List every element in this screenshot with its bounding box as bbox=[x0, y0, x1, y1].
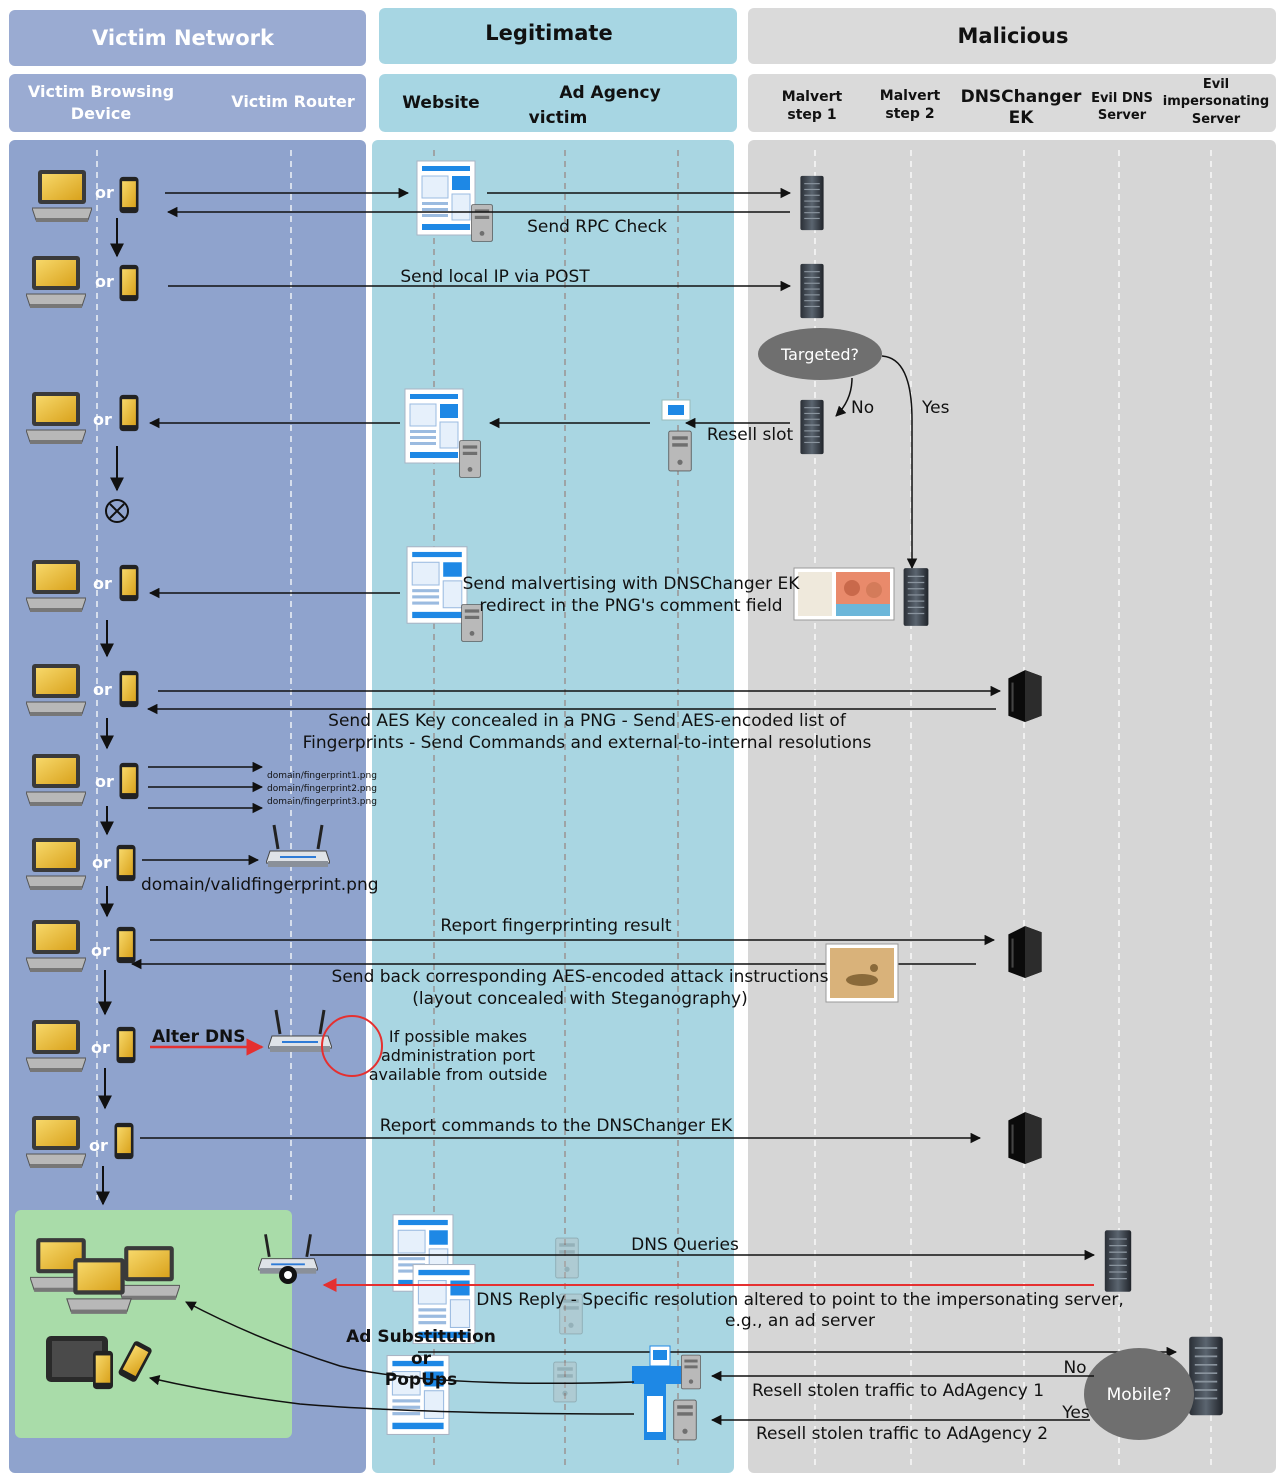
dnschanger-ek-server-icon bbox=[1008, 926, 1041, 978]
malvert1-server-icon bbox=[800, 264, 823, 318]
dnschanger-ek-server-icon bbox=[1008, 1112, 1041, 1164]
or-label: or bbox=[91, 941, 110, 960]
fingerprint1-label: domain/fingerprint1.png bbox=[267, 771, 377, 781]
no-label-mobile: No bbox=[1063, 1358, 1086, 1378]
lane-ad-agency-line1: Ad Agency bbox=[559, 83, 660, 103]
resell-slot-label: Resell slot bbox=[707, 425, 794, 445]
yes-label: Yes bbox=[921, 398, 950, 418]
steganography-image-icon bbox=[826, 944, 898, 1002]
lane-website: Website bbox=[402, 93, 479, 113]
victim-network-header: Victim Network bbox=[92, 26, 275, 50]
legitimate-header: Legitimate bbox=[485, 21, 612, 45]
evil-dns-server-icon bbox=[1105, 1230, 1131, 1292]
report-commands-label: Report commands to the DNSChanger EK bbox=[380, 1116, 733, 1136]
lane-dnschanger-line2: EK bbox=[1009, 108, 1035, 128]
fingerprint2-label: domain/fingerprint2.png bbox=[267, 784, 377, 794]
dns-reply-line2: e.g., an ad server bbox=[725, 1311, 875, 1331]
or-label: or bbox=[92, 853, 111, 872]
website-page-icon bbox=[407, 547, 467, 623]
evil-impersonating-server-icon bbox=[1189, 1337, 1223, 1415]
send-rpc-check-label: Send RPC Check bbox=[527, 217, 667, 237]
fingerprint3-label: domain/fingerprint3.png bbox=[267, 797, 377, 807]
malicious-header: Malicious bbox=[958, 24, 1069, 48]
lane-evil-dns-line1: Evil DNS bbox=[1091, 91, 1153, 106]
mobile-label: Mobile? bbox=[1107, 1385, 1172, 1405]
malvert1-server-icon bbox=[800, 400, 823, 454]
or-label: or bbox=[93, 680, 112, 699]
lane-malvert2-line1: Malvert bbox=[880, 88, 941, 104]
website-page-icon bbox=[405, 389, 463, 463]
targeted-label: Targeted? bbox=[780, 345, 859, 364]
admin-port-line1: If possible makes bbox=[389, 1027, 527, 1046]
or-label: or bbox=[95, 183, 114, 202]
valid-fingerprint-label: domain/validfingerprint.png bbox=[141, 875, 379, 895]
lane-evil-imp-line1: Evil bbox=[1203, 77, 1229, 92]
aes-key-line2: Fingerprints - Send Commands and externa… bbox=[303, 733, 872, 753]
resell-adagency2-label: Resell stolen traffic to AdAgency 2 bbox=[756, 1424, 1048, 1444]
dns-queries-label: DNS Queries bbox=[631, 1235, 739, 1255]
lane-evil-dns-line2: Server bbox=[1098, 108, 1147, 123]
or-label: or bbox=[93, 574, 112, 593]
website-server-icon bbox=[460, 441, 481, 478]
website-server-icon bbox=[472, 205, 493, 242]
send-back-line2: (layout concealed with Steganography) bbox=[412, 989, 747, 1009]
lane-ad-agency-line2: victim bbox=[529, 108, 588, 128]
send-back-line1: Send back corresponding AES-encoded atta… bbox=[332, 967, 829, 987]
lane-malvert2-line2: step 2 bbox=[885, 106, 934, 122]
lane-evil-imp-line2: impersonating bbox=[1163, 94, 1269, 109]
lane-victim-device-line1: Victim Browsing bbox=[28, 82, 174, 101]
or-label: or bbox=[95, 272, 114, 291]
malvert2-server-icon bbox=[904, 568, 929, 626]
lane-malvert1-line1: Malvert bbox=[782, 89, 843, 105]
yes-label-mobile: Yes bbox=[1061, 1403, 1090, 1423]
or-label: or bbox=[95, 772, 114, 791]
dnschanger-ek-server-icon bbox=[1008, 670, 1041, 722]
malvert1-server-icon bbox=[800, 176, 823, 230]
alter-dns-label: Alter DNS bbox=[152, 1027, 246, 1047]
aes-key-line1: Send AES Key concealed in a PNG - Send A… bbox=[328, 711, 847, 731]
ad-substitution-line1: Ad Substitution bbox=[346, 1327, 496, 1347]
lane-dnschanger-line1: DNSChanger bbox=[961, 87, 1082, 107]
admin-port-line2: administration port bbox=[381, 1046, 535, 1065]
admin-port-line3: available from outside bbox=[369, 1065, 548, 1084]
dns-reply-line1: DNS Reply - Specific resolution altered … bbox=[476, 1290, 1123, 1310]
website-page-icon bbox=[417, 161, 475, 235]
lane-malvert1-line2: step 1 bbox=[787, 107, 836, 123]
or-label: or bbox=[93, 410, 112, 429]
lane-evil-imp-line3: Server bbox=[1192, 112, 1241, 127]
no-label: No bbox=[851, 398, 874, 418]
lane-victim-router: Victim Router bbox=[231, 92, 355, 111]
lane-victim-device-line2: Device bbox=[71, 104, 132, 123]
malvertising-line1: Send malvertising with DNSChanger EK bbox=[463, 574, 801, 594]
malvertising-line2: redirect in the PNG's comment field bbox=[479, 596, 782, 616]
or-label: or bbox=[89, 1136, 108, 1155]
report-fingerprint-label: Report fingerprinting result bbox=[440, 916, 672, 936]
resell-adagency1-label: Resell stolen traffic to AdAgency 1 bbox=[752, 1381, 1044, 1401]
send-local-ip-label: Send local IP via POST bbox=[400, 267, 590, 287]
png-ad-thumbnail-icon bbox=[794, 568, 894, 620]
or-label: or bbox=[91, 1038, 110, 1057]
